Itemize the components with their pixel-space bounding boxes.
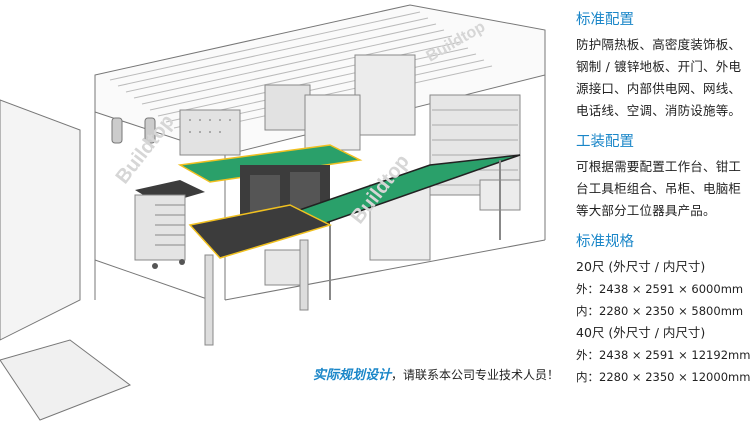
- hanging-fixtures: [111, 117, 156, 144]
- caption-emphasis: 实际规划设计: [313, 368, 392, 383]
- spec-line: 40尺 (外尺寸 / 内尺寸): [576, 325, 706, 340]
- pegboard-panels: [179, 84, 521, 196]
- spec-line: 内：2280 × 2350 × 5800mm: [576, 304, 744, 318]
- body-line: 源接口、内部供电网、网线、: [576, 81, 742, 96]
- body-line: 电话线、空调、消防设施等。: [576, 103, 742, 118]
- spec-line: 内：2280 × 2350 × 12000mm: [576, 370, 750, 384]
- body-line: 可根据需要配置工作台、钳工: [576, 159, 742, 174]
- drawer-cabinet: [134, 180, 205, 269]
- section-body: 可根据需要配置工作台、钳工 台工具柜组合、吊柜、电脑柜 等大部分工位器具产品。: [576, 156, 748, 222]
- spec-line: 外：2438 × 2591 × 6000mm: [576, 282, 744, 296]
- section-title: 标准配置: [576, 12, 634, 28]
- body-line: 防护隔热板、高密度装饰板、: [576, 37, 742, 52]
- container-workshop-illustration: Buildtop Buildtop Buildtop: [0, 4, 546, 421]
- section-title: 标准规格: [576, 234, 634, 250]
- spec-line: 外：2438 × 2591 × 12192mm: [576, 348, 750, 362]
- body-line: 台工具柜组合、吊柜、电脑柜: [576, 181, 742, 196]
- body-line: 钢制 / 镀锌地板、开门、外电: [576, 59, 742, 74]
- workbench-front: [188, 154, 521, 346]
- caption-text: ，请联系本公司专业技术人员！: [391, 368, 560, 382]
- body-line: 等大部分工位器具产品。: [576, 203, 716, 218]
- spec-panel: 标准配置 防护隔热板、高密度装饰板、 钢制 / 镀锌地板、开门、外电 源接口、内…: [576, 10, 750, 388]
- section-title: 工装配置: [576, 134, 634, 150]
- spec-line: 20尺 (外尺寸 / 内尺寸): [576, 259, 706, 274]
- section-standard-config: 标准配置 防护隔热板、高密度装饰板、 钢制 / 镀锌地板、开门、外电 源接口、内…: [576, 10, 748, 122]
- section-body: 防护隔热板、高密度装饰板、 钢制 / 镀锌地板、开门、外电 源接口、内部供电网、…: [576, 34, 748, 122]
- planning-caption: 实际规划设计，请联系本公司专业技术人员！: [313, 364, 559, 383]
- section-standard-specs: 标准规格 20尺 (外尺寸 / 内尺寸) 外：2438 × 2591 × 600…: [576, 232, 750, 388]
- section-tooling-config: 工装配置 可根据需要配置工作台、钳工 台工具柜组合、吊柜、电脑柜 等大部分工位器…: [576, 132, 748, 222]
